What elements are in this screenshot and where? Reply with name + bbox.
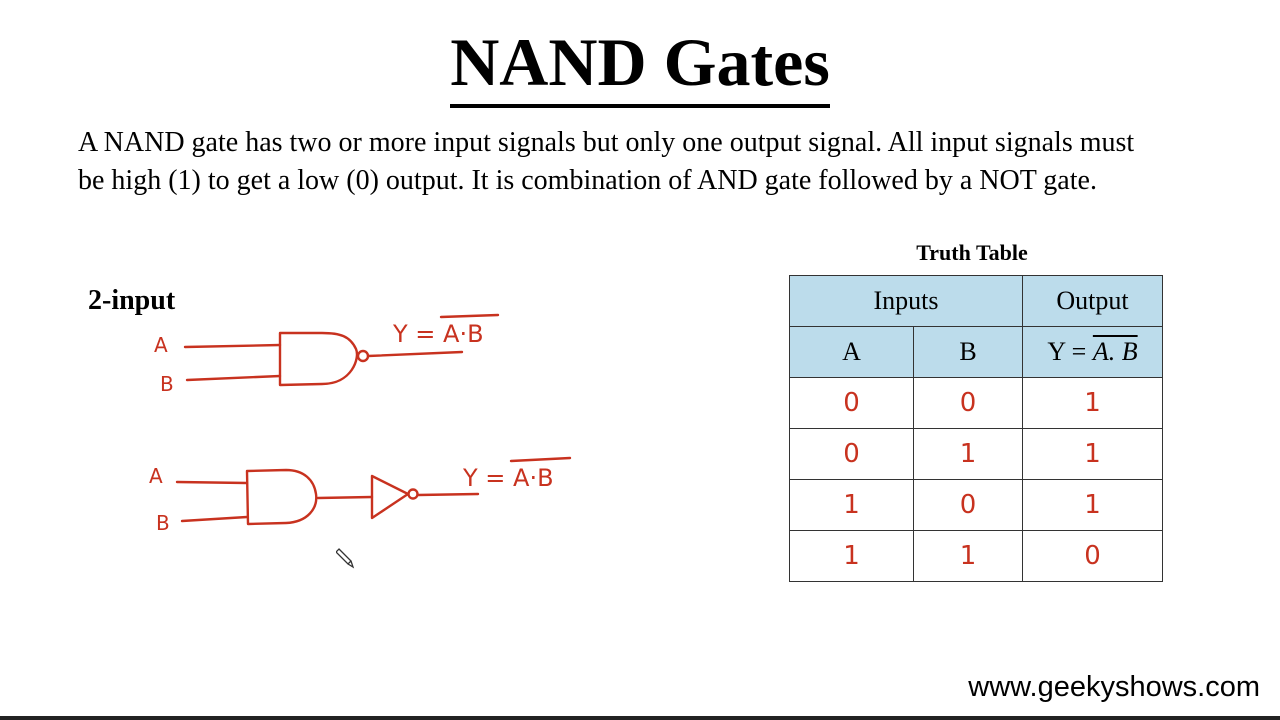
cell-a: 0 xyxy=(843,388,860,418)
truth-table-title: Truth Table xyxy=(916,240,1028,265)
cell-y: 1 xyxy=(1084,490,1101,520)
nand-gate-diagram: A B Y = A·B xyxy=(154,313,500,396)
column-header-row: A B Y = A. B xyxy=(789,326,1163,378)
pencil-cursor-icon xyxy=(336,548,355,569)
input-a-wire-2 xyxy=(175,480,249,485)
expression-bottom: Y = A·B xyxy=(462,464,554,492)
group-header-row: Inputs Output xyxy=(789,275,1163,327)
table-row: 1 1 0 xyxy=(789,530,1163,582)
cell-y: 1 xyxy=(1084,439,1101,469)
inputs-header: Inputs xyxy=(789,275,1023,327)
input-b-label-2: B xyxy=(156,511,170,535)
not-gate-body xyxy=(370,474,410,520)
cell-y: 0 xyxy=(1084,541,1101,571)
cell-a: 1 xyxy=(843,490,860,520)
col-a-header: A xyxy=(789,326,914,378)
overbar-bottom xyxy=(509,456,572,463)
cell-b: 0 xyxy=(959,388,977,418)
bottom-border xyxy=(0,716,1280,720)
and-gate-body xyxy=(278,331,359,387)
and-not-diagram: A B Y = A·B xyxy=(149,456,572,535)
input-a-label: A xyxy=(154,333,168,357)
output-header: Output xyxy=(1022,275,1163,327)
inversion-bubble xyxy=(356,349,370,363)
input-b-wire xyxy=(185,374,282,382)
col-b-header: B xyxy=(913,326,1023,378)
col-y-header: Y = A. B xyxy=(1022,326,1163,378)
cell-y: 1 xyxy=(1084,388,1101,418)
overbar-top xyxy=(439,313,500,319)
cell-b: 1 xyxy=(959,439,977,469)
inversion-bubble-2 xyxy=(407,488,419,500)
connector-wire xyxy=(316,495,374,500)
truth-table: Inputs Output A B Y = A. B 0 0 1 0 1 1 1… xyxy=(789,275,1163,582)
website-url: www.geekyshows.com xyxy=(968,671,1260,703)
page-title: NAND Gates xyxy=(0,22,1280,108)
input-b-wire-2 xyxy=(180,515,249,523)
and-gate-body-2 xyxy=(245,468,318,526)
cell-b: 0 xyxy=(959,490,977,520)
subheading-2-input: 2-input xyxy=(88,285,176,316)
output-wire xyxy=(366,350,464,358)
col-y-expression: A. B xyxy=(1092,337,1138,366)
cell-b: 1 xyxy=(959,541,977,571)
input-a-wire xyxy=(183,343,282,349)
input-b-label: B xyxy=(160,372,174,396)
cell-a: 0 xyxy=(843,439,860,469)
table-row: 1 0 1 xyxy=(789,479,1163,531)
description-paragraph: A NAND gate has two or more input signal… xyxy=(78,127,1135,196)
table-row: 0 0 1 xyxy=(789,377,1163,429)
output-wire-2 xyxy=(416,492,480,497)
col-y-prefix: Y = xyxy=(1047,337,1087,366)
input-a-label-2: A xyxy=(149,464,163,488)
table-row: 0 1 1 xyxy=(789,428,1163,480)
page-title-text: NAND Gates xyxy=(450,22,830,108)
expression-top: Y = A·B xyxy=(392,320,484,348)
cell-a: 1 xyxy=(843,541,860,571)
